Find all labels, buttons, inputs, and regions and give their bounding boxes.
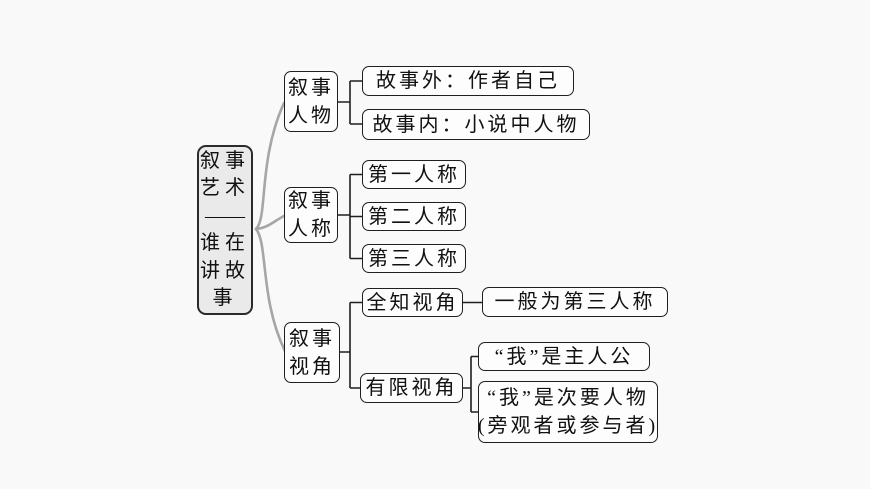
root-label-line: 事 bbox=[212, 287, 238, 309]
leaf-i-secondary: “我”是次要人物 (旁观者或参与者) bbox=[478, 381, 658, 443]
leaf-usually-third-person: 一般为第三人称 bbox=[482, 287, 668, 317]
branch-narrative-person: 叙事 人称 bbox=[284, 187, 338, 243]
leaf-inside-story: 故事内：小说中人物 bbox=[362, 109, 590, 140]
curve-to-people-branch bbox=[254, 101, 286, 231]
branch-narrative-character: 叙事 人物 bbox=[284, 71, 338, 132]
curve-to-perspective-branch bbox=[254, 227, 287, 353]
root-node: 叙事 艺术 —— 谁在 讲故 事 bbox=[197, 145, 253, 315]
perspective-elbow bbox=[340, 301, 362, 389]
root-branch-curves bbox=[254, 101, 287, 353]
branch-label-line: 人物 bbox=[288, 104, 334, 127]
branch-label-line: 人称 bbox=[288, 218, 334, 240]
elbow-connectors bbox=[338, 80, 482, 413]
leaf-i-secondary-line1: “我”是次要人物 bbox=[487, 387, 649, 409]
leaf-first-person: 第一人称 bbox=[362, 160, 466, 189]
branch-label-line: 叙事 bbox=[289, 327, 335, 350]
leaf-second-person: 第二人称 bbox=[362, 202, 466, 231]
node-limited-view: 有限视角 bbox=[360, 373, 463, 403]
curve-to-person-branch bbox=[254, 214, 286, 231]
limited-elbow bbox=[463, 355, 478, 413]
root-label-line: 讲故 bbox=[200, 259, 250, 282]
node-omniscient-view: 全知视角 bbox=[362, 288, 463, 317]
leaf-i-secondary-line2: (旁观者或参与者) bbox=[477, 415, 659, 437]
root-label-dash: —— bbox=[205, 204, 245, 227]
branch-narrative-perspective: 叙事 视角 bbox=[284, 322, 340, 383]
leaf-outside-story: 故事外：作者自己 bbox=[362, 66, 574, 96]
person-elbow bbox=[338, 173, 362, 260]
people-elbow bbox=[338, 80, 362, 125]
leaf-third-person: 第三人称 bbox=[362, 244, 466, 273]
root-label-line: 叙事 bbox=[200, 149, 250, 172]
leaf-i-protagonist: “我”是主人公 bbox=[478, 342, 650, 371]
root-label-line: 艺术 bbox=[200, 177, 250, 199]
branch-label-line: 叙事 bbox=[288, 190, 334, 212]
branch-label-line: 视角 bbox=[289, 355, 335, 378]
branch-label-line: 叙事 bbox=[288, 76, 334, 99]
root-label-line: 谁在 bbox=[200, 232, 250, 254]
